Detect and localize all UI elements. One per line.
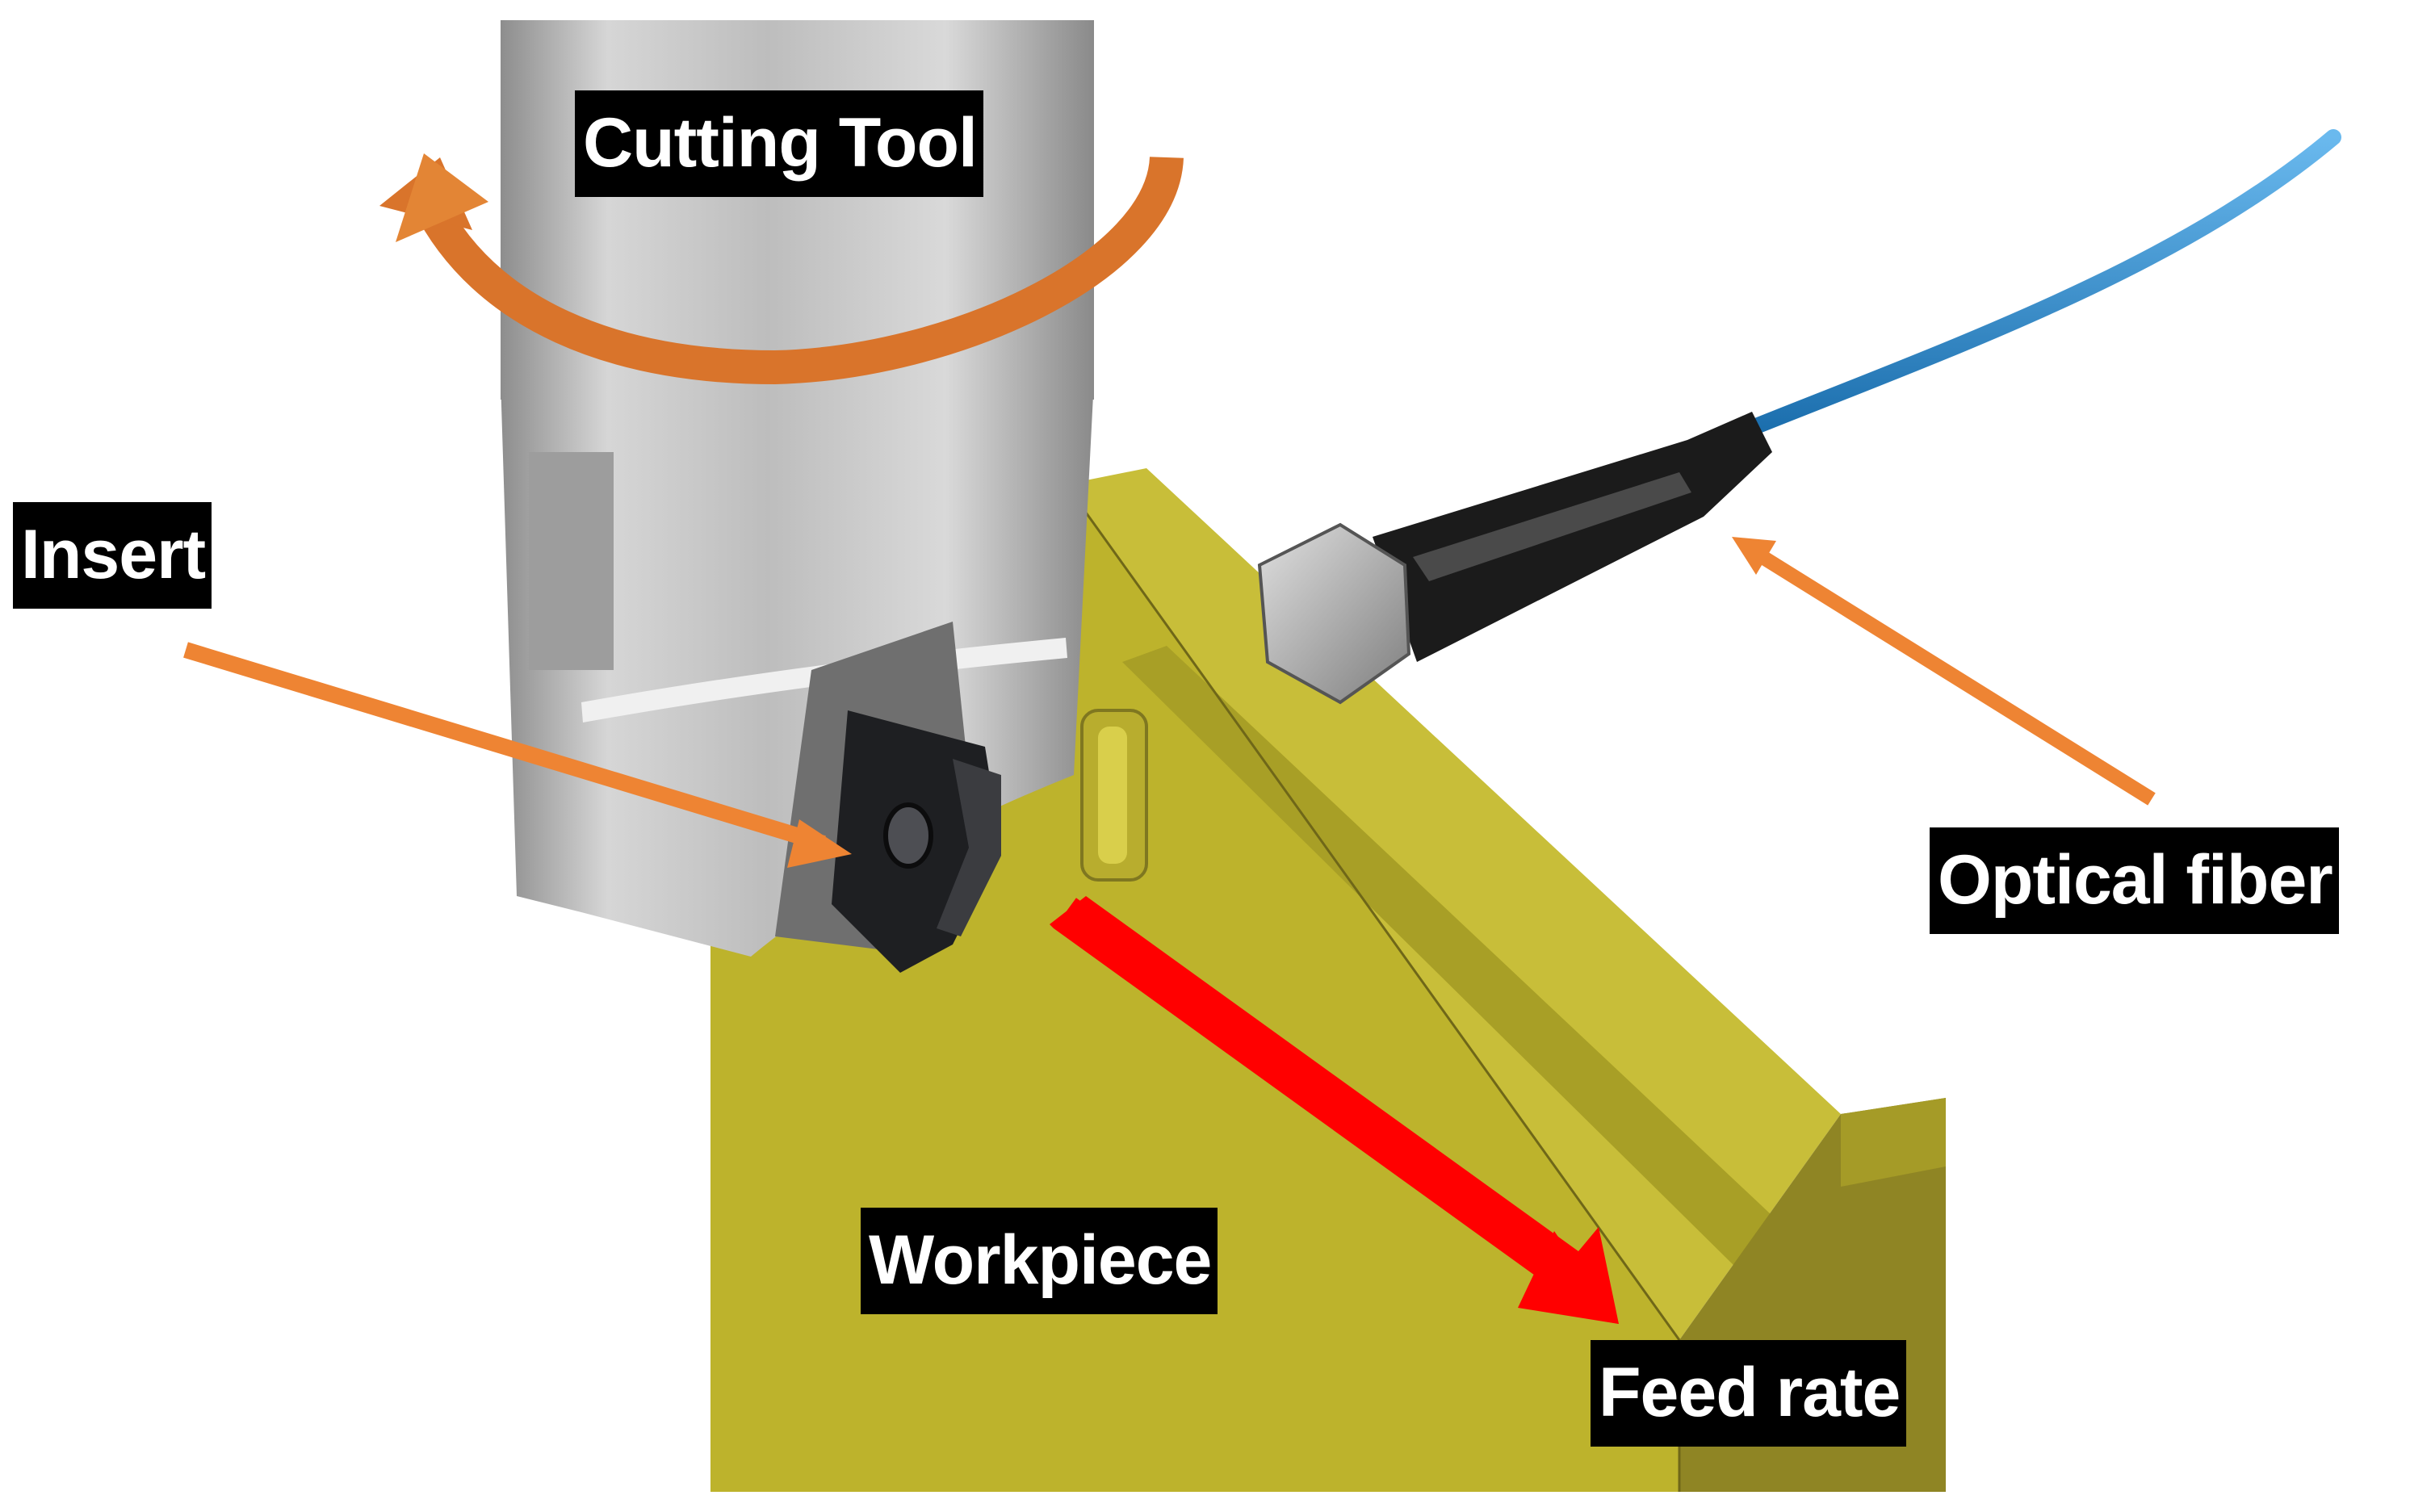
insert-pointer-arrow xyxy=(183,642,852,868)
fiber-connector xyxy=(1257,412,1772,705)
rotation-arrow xyxy=(379,153,1184,385)
workpiece-edge xyxy=(1064,484,1681,1341)
tool-flute xyxy=(529,452,614,670)
insert-part xyxy=(832,710,1001,973)
insert-screw-hole xyxy=(883,802,933,869)
label-cutting-tool: Cutting Tool xyxy=(575,90,983,197)
label-insert: Insert xyxy=(13,502,212,609)
feed-rate-arrow xyxy=(1050,896,1619,1324)
connector-nut xyxy=(1257,522,1411,705)
optical-fiber-cable xyxy=(1744,129,2341,436)
sensor-clip xyxy=(1080,709,1148,882)
label-feed-rate: Feed rate xyxy=(1591,1340,1907,1447)
workpiece-step-face xyxy=(1841,1098,1946,1187)
fiber-pointer-arrow xyxy=(1732,537,2156,806)
workpiece-slot-groove xyxy=(1122,646,1784,1267)
label-workpiece: Workpiece xyxy=(861,1208,1218,1314)
label-optical-fiber: Optical fiber xyxy=(1930,827,2339,934)
